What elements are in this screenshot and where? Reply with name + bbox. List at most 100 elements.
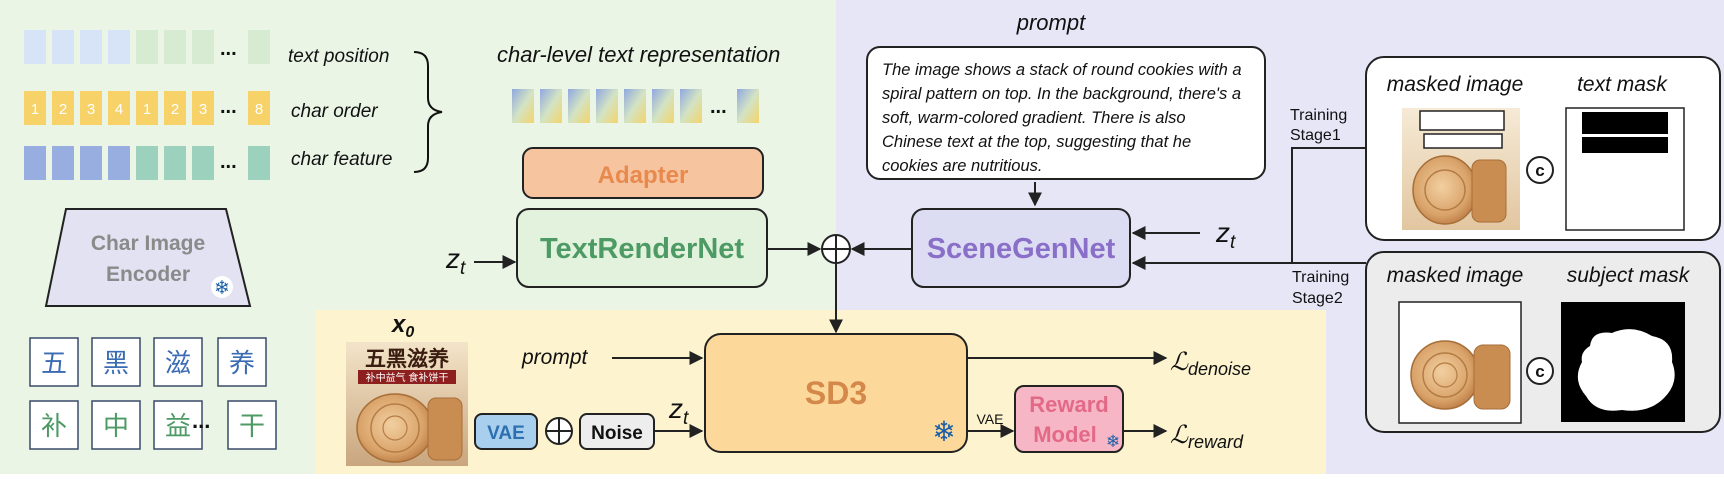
order-number: 3 [87, 101, 95, 118]
repr-token [596, 89, 618, 123]
bottom-prompt-label: prompt [521, 346, 589, 369]
char-glyph-box [153, 337, 203, 387]
char-glyph: 五 [41, 348, 67, 378]
denoise-loss-label: ℒdenoise [1170, 348, 1251, 379]
char-repr-title: char-level text representation [497, 42, 780, 67]
x0-poster-image: 五黑滋养 补中益气 食补饼干 [346, 342, 468, 466]
char-glyph: 黑 [103, 348, 129, 378]
scenegennet-label: SceneGenNet [927, 233, 1116, 265]
position-token [164, 30, 186, 64]
feature-token [52, 146, 74, 180]
row-ellipsis: ... [220, 151, 237, 173]
scenegennet-box [911, 208, 1131, 288]
subject-mask-label: subject mask [1567, 264, 1691, 287]
sd3-label: SD3 [805, 375, 867, 411]
char-glyph-box [29, 337, 79, 387]
adapter-label: Adapter [598, 162, 689, 189]
order-token [164, 91, 186, 125]
char-glyph-box [153, 400, 203, 450]
order-token [136, 91, 158, 125]
position-token [192, 30, 214, 64]
poster-title: 五黑滋养 [365, 347, 449, 371]
repr-token [680, 89, 702, 123]
position-token [108, 30, 130, 64]
position-token [136, 30, 158, 64]
order-token [24, 91, 46, 125]
reward-loss-label: ℒreward [1170, 421, 1244, 452]
position-token [80, 30, 102, 64]
stage2-label-line2: Stage2 [1292, 290, 1343, 307]
repr-ellipsis: ... [710, 96, 727, 118]
repr-token [652, 89, 674, 123]
reward-model-box [1014, 385, 1124, 453]
repr-token [737, 89, 759, 123]
char-glyphs-row2: 补中益干 [29, 400, 277, 450]
char-image-encoder [44, 208, 252, 307]
stage1-label-line1: Training [1290, 107, 1347, 124]
concat-symbol-stage1 [1526, 156, 1554, 184]
masked-image-label: masked image [1387, 73, 1524, 96]
sd3-box [704, 333, 968, 453]
position-token [24, 30, 46, 64]
stage2-masked-image [1398, 301, 1522, 424]
order-number: 8 [255, 101, 263, 118]
textrendernet-label: TextRenderNet [540, 233, 744, 265]
stage1-label-line2: Stage1 [1290, 127, 1341, 144]
concat-symbol-stage2 [1526, 357, 1554, 385]
order-token [80, 91, 102, 125]
reward-frozen-icon: ❄ [1106, 432, 1120, 451]
order-token [248, 91, 270, 125]
reward-model-label-line1: Reward [1029, 392, 1108, 417]
poster-subtitle: 补中益气 食补饼干 [366, 371, 449, 384]
repr-token [624, 89, 646, 123]
feature-token [24, 146, 46, 180]
encoder-label-line2: Encoder [106, 263, 190, 286]
feature-token [164, 146, 186, 180]
vae-label: VAE [487, 423, 525, 444]
char-glyph: 益 [165, 411, 191, 441]
concat-label-stage1: c [1535, 161, 1544, 180]
position-token [248, 30, 270, 64]
stage1-masked-image [1402, 108, 1520, 230]
concat-label-stage2: c [1535, 362, 1544, 381]
char-glyph: 养 [229, 348, 255, 378]
row-ellipsis: ... [220, 96, 237, 118]
char-glyph-box [217, 337, 267, 387]
noise-box [579, 413, 655, 450]
repr-token [512, 89, 534, 123]
text-position-label: text position [288, 46, 389, 67]
vae-box [474, 413, 538, 450]
stage2-label-line1: Training [1292, 269, 1349, 286]
order-number: 3 [199, 101, 207, 118]
text-mask-image [1565, 107, 1685, 231]
chars-ellipsis: ... [192, 408, 210, 433]
feature-token [248, 146, 270, 180]
zt-sd3: zt [668, 393, 689, 429]
prompt-text: The image shows a stack of round cookies… [882, 61, 1242, 175]
subject-mask-image [1561, 302, 1685, 422]
position-token [52, 30, 74, 64]
snowflake-icon: ❄ [214, 278, 230, 299]
prompt-title: prompt [1016, 10, 1086, 35]
stage1-connector [1291, 147, 1366, 263]
order-number: 1 [143, 101, 151, 118]
reward-model-label-line2: Model [1033, 422, 1097, 447]
char-glyphs-row1: 五黑滋养 [29, 337, 267, 387]
char-feature-label: char feature [291, 149, 392, 170]
frozen-icon-bg [211, 276, 233, 298]
repr-token [568, 89, 590, 123]
sd3-frozen-icon: ❄ [932, 416, 955, 447]
order-number: 4 [115, 101, 123, 118]
feature-token [108, 146, 130, 180]
char-glyph: 中 [103, 411, 129, 441]
feature-token [192, 146, 214, 180]
char-glyph-box [91, 337, 141, 387]
encoder-label-line1: Char Image [91, 232, 205, 255]
order-number: 2 [171, 101, 179, 118]
order-token [192, 91, 214, 125]
char-glyph-box [227, 400, 277, 450]
masked-image-label-2: masked image [1387, 264, 1524, 287]
row-ellipsis: ... [220, 38, 237, 60]
order-number: 2 [59, 101, 67, 118]
